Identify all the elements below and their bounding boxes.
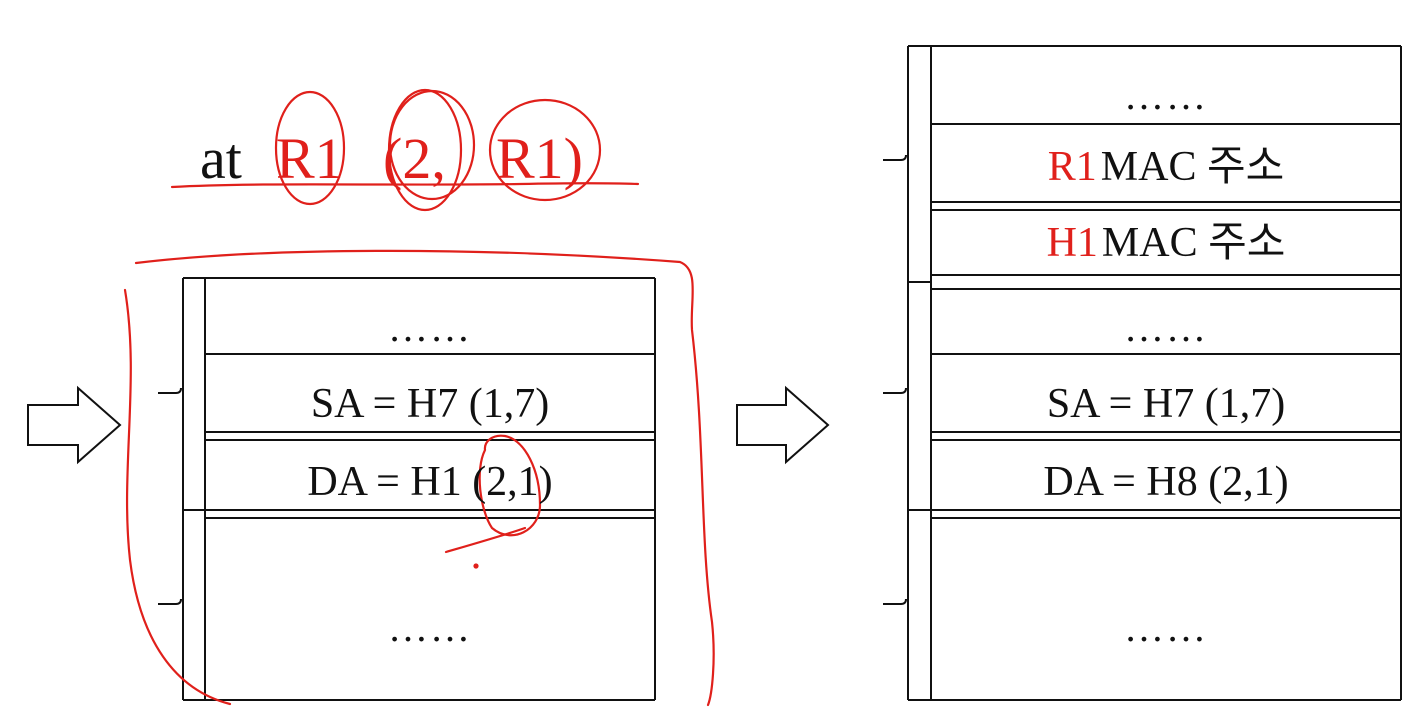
left-packet-box [182,277,656,701]
annotation-addr-router: R1) [496,126,583,191]
right-row-h1-mac: H1 MAC 주소 [931,222,1401,264]
annotation-addr-open: (2, [383,126,446,191]
right-row-destination-address: DA = H8 (2,1) [1043,459,1289,505]
right-brace-icon [883,387,907,394]
arrow-right-icon [27,385,122,465]
right-brace-icon [883,598,907,605]
right-row-dots-middle: …… [1124,305,1208,350]
left-brace-icon [158,598,182,605]
right-row-dots-top: …… [1124,73,1208,118]
right-packet-box [907,45,1402,701]
left-brace-icon [158,387,182,394]
handwritten-annotations [123,88,715,707]
left-row-source-address: SA = H7 (1,7) [310,381,550,427]
left-row-dots-top: …… [388,305,472,350]
mac-address-label: MAC 주소 [1100,144,1285,190]
right-row-r1-mac: R1 MAC 주소 [931,146,1401,188]
left-row-dots-bottom: …… [388,605,472,650]
left-row-destination-address: DA = H1 (2,1) [307,459,553,505]
r1-label: R1 [1047,144,1097,190]
annotation-prefix: at [200,126,242,191]
right-row-dots-bottom: …… [1124,605,1208,650]
right-brace-icon [883,154,907,161]
annotation-router: R1 [276,126,344,191]
arrow-right-icon [736,385,830,465]
h1-label: H1 [1046,220,1098,266]
right-row-source-address: SA = H7 (1,7) [1046,381,1286,427]
mac-address-label: MAC 주소 [1101,220,1286,266]
